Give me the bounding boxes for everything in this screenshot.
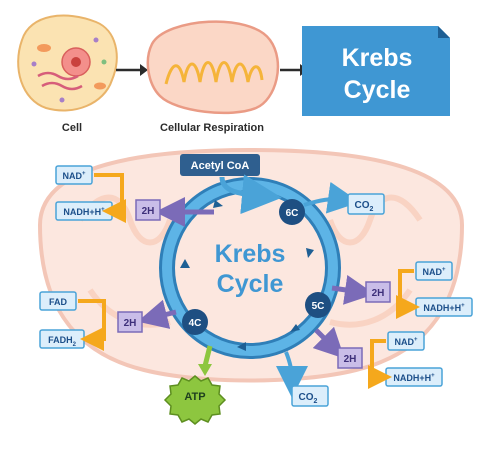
nadh-label: NADH+H+ xyxy=(423,303,465,313)
acetyl-coa-box xyxy=(180,154,260,176)
co2-box-bottom xyxy=(291,385,329,407)
orange-connector xyxy=(78,299,106,332)
arrow-icon xyxy=(140,64,148,76)
node-5c xyxy=(305,292,331,318)
node-6c-label: 6C xyxy=(286,208,299,219)
cell-illustration xyxy=(17,14,118,112)
atp-badge xyxy=(163,375,227,425)
h2-label: 2H xyxy=(124,318,137,329)
nad-box-upper-left xyxy=(55,165,93,185)
node-4c-label: 4C xyxy=(189,318,202,329)
fad-box xyxy=(39,291,77,311)
cycle-arrow-icon xyxy=(290,324,300,332)
h2-box-lower-left xyxy=(117,311,143,333)
h2-box-upper-right xyxy=(365,281,391,303)
cycle-arrow-icon xyxy=(213,200,223,208)
h2-label: 2H xyxy=(344,354,357,365)
fad-label: FAD xyxy=(49,297,68,307)
nad-box-upper-right xyxy=(415,261,453,281)
atp-arrow-icon xyxy=(198,364,212,376)
title-card: Krebs Cycle xyxy=(302,26,450,116)
h2-label: 2H xyxy=(372,288,385,299)
co2-label-bottom: CO2 xyxy=(299,392,318,405)
nadh-label: NADH+H+ xyxy=(393,373,435,383)
h2-label: 2H xyxy=(142,206,155,217)
co2-label-top: CO2 xyxy=(355,200,374,213)
cycle-arrow-icon xyxy=(306,248,314,258)
nad-label: NAD+ xyxy=(394,337,418,347)
mitochondrion-illustration xyxy=(146,20,280,115)
h2-box-lower-right xyxy=(337,347,363,369)
cycle-center-line-1: Krebs xyxy=(215,240,286,268)
cycle-arrow-icon xyxy=(180,259,190,268)
cell-label: Cell xyxy=(62,122,82,134)
orange-connector xyxy=(94,173,124,204)
title-line-2: Cycle xyxy=(344,76,411,104)
orange-connector xyxy=(398,269,414,300)
node-6c xyxy=(279,199,305,225)
fadh2-label: FADH2 xyxy=(48,335,77,348)
cellular-respiration-label: Cellular Respiration xyxy=(160,122,264,134)
cycle-center-line-2: Cycle xyxy=(217,270,284,298)
title-line-1: Krebs xyxy=(342,44,413,72)
nad-box-lower-right xyxy=(387,331,425,351)
nadh-label: NADH+H+ xyxy=(63,207,105,217)
nad-label: NAD+ xyxy=(422,267,446,277)
orange-connector xyxy=(370,339,386,370)
co2-box-top xyxy=(347,193,385,215)
acetyl-coa-label: Acetyl CoA xyxy=(191,160,250,172)
node-4c xyxy=(182,309,208,335)
node-5c-label: 5C xyxy=(312,301,325,312)
atp-label: ATP xyxy=(184,391,205,403)
h2-box-upper-left xyxy=(135,199,161,221)
cycle-arrow-icon xyxy=(237,342,246,351)
nad-label: NAD+ xyxy=(62,171,86,181)
